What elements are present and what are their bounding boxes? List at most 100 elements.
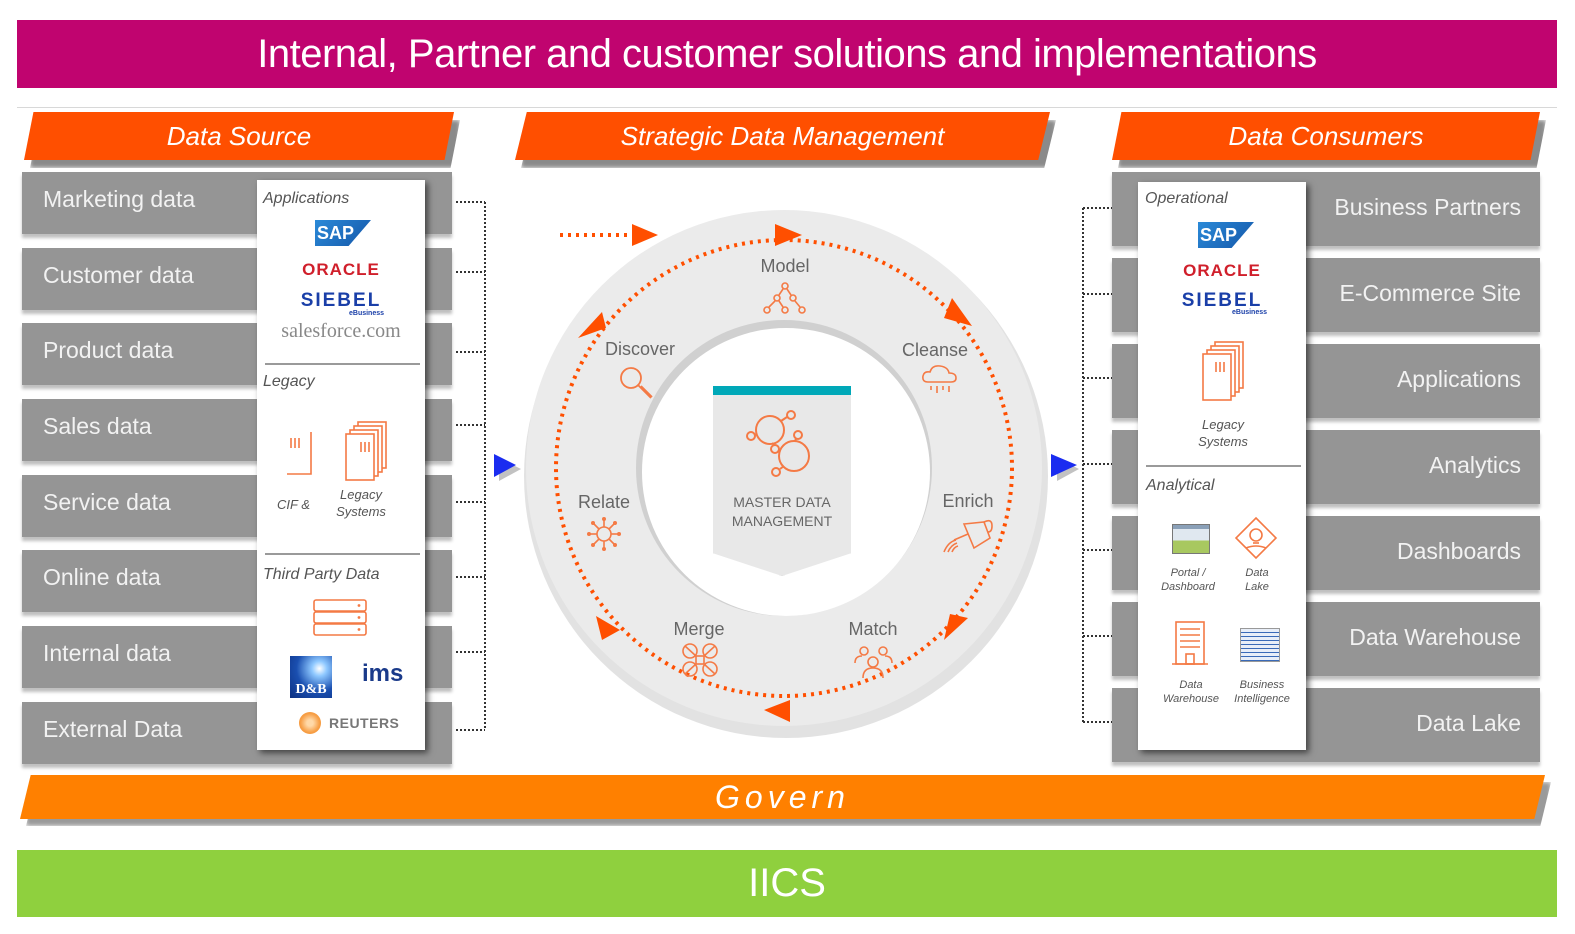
data-warehouse-label: Data Warehouse bbox=[1156, 678, 1226, 706]
column-header-label: Data Consumers bbox=[1228, 120, 1424, 151]
oracle-logo: ORACLE bbox=[1183, 261, 1261, 280]
siebel-logo: SIEBEL bbox=[300, 290, 382, 311]
stage-discover: Discover bbox=[604, 339, 675, 359]
stage-model: Model bbox=[760, 256, 810, 276]
stage-cleanse: Cleanse bbox=[901, 340, 969, 360]
legacy-systems-icon bbox=[345, 421, 387, 481]
consumer-systems-card: Operational SAP ORACLE SIEBEL eBusiness … bbox=[1138, 182, 1306, 750]
reuters-logo: REUTERS bbox=[329, 715, 400, 731]
column-header-strategic: Strategic Data Management bbox=[515, 112, 1050, 160]
dnb-text: D&B bbox=[295, 682, 327, 697]
people-group-icon bbox=[854, 646, 893, 679]
applications-label: Applications bbox=[263, 190, 350, 207]
stage-match: Match bbox=[848, 619, 898, 639]
stage-relate: Relate bbox=[577, 492, 631, 512]
divider bbox=[17, 107, 1557, 108]
source-connector bbox=[456, 201, 486, 731]
hub-relate-icon bbox=[587, 517, 621, 551]
portal-dashboard-thumbnail bbox=[1172, 524, 1210, 554]
title-banner: Internal, Partner and customer solutions… bbox=[17, 20, 1557, 88]
business-intelligence-thumbnail bbox=[1240, 628, 1280, 662]
hierarchy-icon bbox=[763, 282, 806, 314]
reuters-icon bbox=[299, 712, 321, 734]
source-label: Internal data bbox=[43, 640, 171, 666]
analytical-label: Analytical bbox=[1146, 477, 1215, 494]
watering-can-icon bbox=[943, 519, 993, 553]
dnb-logo: D&B bbox=[290, 656, 332, 698]
source-label: Service data bbox=[43, 489, 171, 515]
legacy-systems-icon bbox=[1202, 341, 1244, 401]
cif-document-icon bbox=[287, 432, 312, 475]
legacy-systems-label: Legacy Systems bbox=[1178, 416, 1268, 450]
source-label: External Data bbox=[43, 716, 183, 742]
iics-label: IICS bbox=[748, 861, 826, 905]
ims-logo: ims bbox=[362, 660, 404, 687]
mdm-badge bbox=[713, 386, 851, 576]
govern-label: Govern bbox=[715, 778, 850, 815]
iics-platform-bar: IICS bbox=[17, 850, 1557, 917]
legacy-label: Legacy bbox=[263, 373, 315, 390]
sap-logo: SAP bbox=[315, 220, 371, 246]
rain-cloud-icon bbox=[922, 365, 957, 393]
flow-arrow-right-icon bbox=[494, 454, 521, 481]
cycle-arrow-icon bbox=[944, 298, 972, 326]
sap-text: SAP bbox=[317, 223, 355, 243]
sap-text: SAP bbox=[1200, 225, 1238, 245]
label-line: Legacy bbox=[1202, 417, 1244, 432]
govern-bar: Govern bbox=[20, 775, 1545, 819]
drone-merge-icon bbox=[682, 643, 718, 677]
legacy-systems-label: Legacy Systems bbox=[325, 486, 397, 520]
label-line: Data bbox=[1179, 679, 1203, 691]
mdm-center-label: MASTER DATA MANAGEMENT bbox=[713, 493, 851, 531]
cycle-arrow-icon bbox=[578, 312, 606, 338]
siebel-logo: SIEBEL bbox=[1181, 290, 1263, 311]
source-label: Product data bbox=[43, 337, 174, 363]
mdm-network-icon bbox=[746, 410, 810, 477]
label-line: Systems bbox=[336, 504, 386, 519]
operational-label: Operational bbox=[1145, 190, 1228, 207]
label-line: Intelligence bbox=[1234, 693, 1290, 705]
portal-dashboard-label: Portal / Dashboard bbox=[1152, 566, 1224, 594]
cycle-arrow-icon bbox=[596, 616, 620, 640]
ebusiness-text: eBusiness bbox=[349, 310, 385, 317]
data-lake-bulb-icon bbox=[1234, 516, 1278, 560]
label-line: Warehouse bbox=[1162, 693, 1220, 705]
oracle-logo: ORACLE bbox=[302, 260, 380, 279]
data-warehouse-building-icon bbox=[1172, 621, 1208, 665]
label-line: Dashboard bbox=[1161, 581, 1215, 593]
source-label: Sales data bbox=[43, 413, 152, 439]
column-header-data-consumers: Data Consumers bbox=[1112, 112, 1540, 160]
divider bbox=[265, 553, 420, 555]
consumer-label: Analytics bbox=[1428, 452, 1521, 478]
consumer-label: Data Lake bbox=[1416, 710, 1521, 736]
database-server-icon bbox=[313, 599, 367, 636]
source-label: Marketing data bbox=[43, 186, 196, 212]
business-intelligence-label: Business Intelligence bbox=[1226, 678, 1298, 706]
stage-enrich: Enrich bbox=[942, 491, 994, 511]
consumer-label: Dashboards bbox=[1396, 538, 1521, 564]
ebusiness-text: eBusiness bbox=[1232, 309, 1268, 316]
source-label: Online data bbox=[43, 564, 161, 590]
source-label: Customer data bbox=[43, 262, 194, 288]
label-line: Data bbox=[1245, 567, 1269, 579]
flow-arrow-right-icon bbox=[1051, 454, 1079, 481]
consumer-connector bbox=[1082, 207, 1112, 723]
cycle-arrow-icon bbox=[764, 700, 790, 722]
stage-merge: Merge bbox=[673, 619, 725, 639]
label-line: Lake bbox=[1245, 581, 1269, 593]
cif-label: CIF & bbox=[277, 497, 310, 512]
magnifier-icon bbox=[620, 367, 653, 399]
label-line: Legacy bbox=[340, 487, 382, 502]
label-line: Systems bbox=[1198, 434, 1248, 449]
column-header-label: Strategic Data Management bbox=[620, 120, 945, 151]
consumer-label: Applications bbox=[1396, 366, 1521, 392]
consumer-label: Business Partners bbox=[1334, 194, 1521, 220]
consumer-label: E-Commerce Site bbox=[1339, 280, 1521, 306]
divider bbox=[265, 363, 420, 365]
label-line: Business bbox=[1239, 679, 1285, 691]
label-line: MANAGEMENT bbox=[731, 513, 833, 529]
title-text: Internal, Partner and customer solutions… bbox=[257, 31, 1317, 76]
entry-arrow-icon bbox=[632, 224, 658, 246]
data-lake-label: Data Lake bbox=[1228, 566, 1286, 594]
label-line: Portal / bbox=[1170, 567, 1206, 579]
